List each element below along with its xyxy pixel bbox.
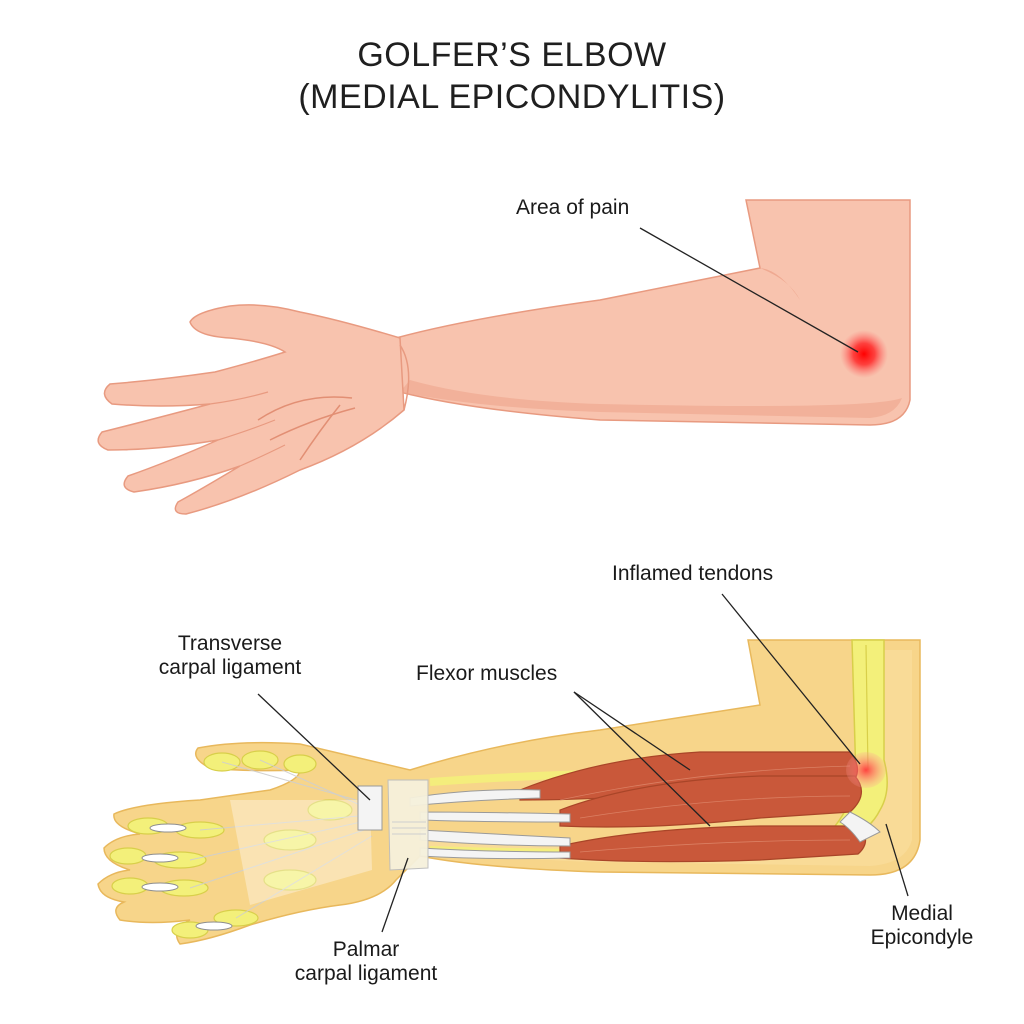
- flexor-muscle-middle: [559, 775, 862, 828]
- flexor-leader-1: [573, 691, 691, 771]
- inflamed-tendons-spot: [846, 752, 886, 788]
- label-area-of-pain: Area of pain: [516, 196, 630, 219]
- inflamed-leader: [721, 593, 861, 765]
- pain-spot: [840, 330, 888, 378]
- transverse-carpal-ligament: [357, 785, 383, 831]
- flexor-leader-2: [573, 691, 711, 827]
- forearm-skin: [395, 199, 911, 426]
- transverse-leader: [257, 693, 371, 801]
- label-transverse-carpal-ligament: Transverse carpal ligament: [140, 632, 320, 680]
- label-transverse-line2: carpal ligament: [158, 656, 302, 680]
- label-transverse-line1: Transverse: [177, 632, 283, 655]
- label-palmar-carpal-ligament: Palmar carpal ligament: [276, 938, 456, 986]
- label-inflamed-tendons: Inflamed tendons: [612, 562, 774, 585]
- flexor-muscle-lower: [559, 825, 867, 863]
- hand-skin: [97, 304, 405, 515]
- label-medial-line1: Medial: [891, 902, 953, 925]
- title-line-1: GOLFER’S ELBOW: [357, 36, 667, 74]
- label-palmar-line1: Palmar: [332, 938, 400, 961]
- medial-epicondyle-leader: [885, 823, 909, 897]
- label-medial-line2: Epicondyle: [870, 926, 974, 950]
- arm-anatomy-illustration: [97, 639, 921, 945]
- palmar-leader: [381, 857, 409, 933]
- title-line-2: (MEDIAL EPICONDYLITIS): [298, 78, 726, 116]
- palmar-carpal-ligament: [387, 779, 429, 871]
- area-of-pain-leader: [639, 227, 859, 353]
- label-medial-epicondyle: Medial Epicondyle: [852, 902, 992, 950]
- label-flexor-muscles: Flexor muscles: [416, 662, 558, 685]
- arm-skin-illustration: [97, 199, 911, 515]
- label-palmar-line2: carpal ligament: [294, 962, 438, 986]
